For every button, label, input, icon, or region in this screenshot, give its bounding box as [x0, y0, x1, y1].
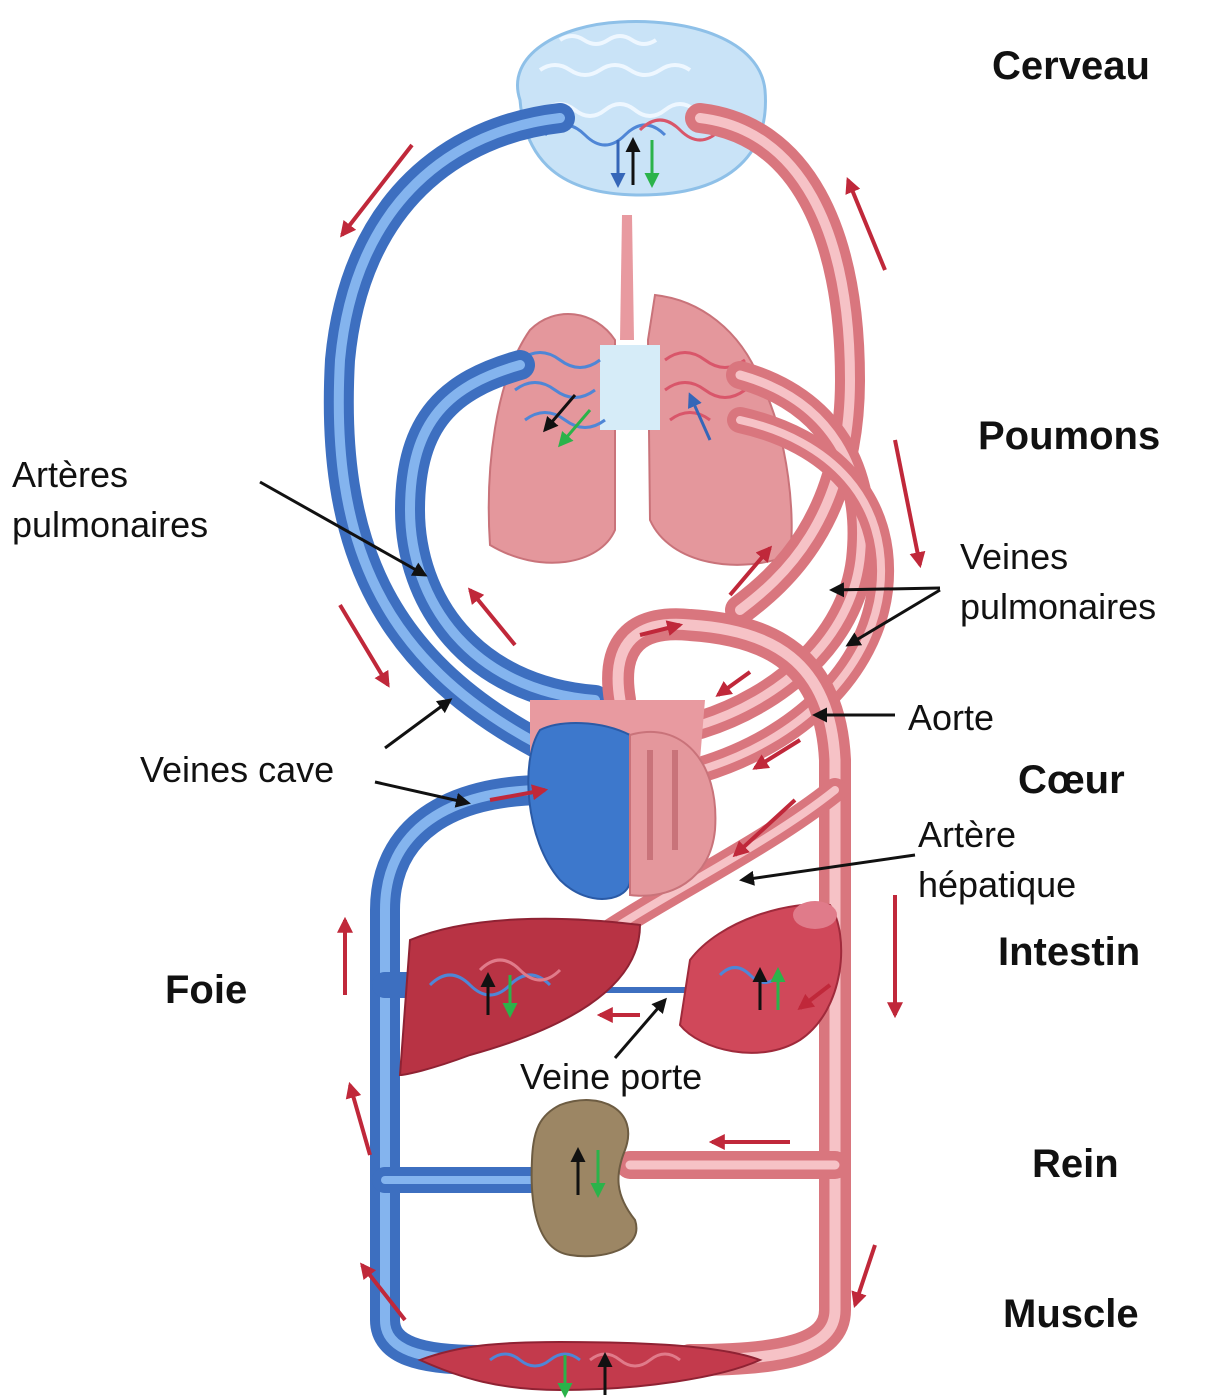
kidney	[532, 1100, 637, 1256]
label-lungs: Poumons	[978, 414, 1160, 459]
label-pulmonary-arteries-line1: Artères	[12, 450, 208, 500]
label-pulmonary-arteries: Artères pulmonaires	[12, 450, 208, 550]
label-hepatic-artery-line1: Artère	[918, 810, 1076, 860]
label-pulmonary-veins-line1: Veines	[960, 532, 1156, 582]
label-heart: Cœur	[1018, 758, 1125, 803]
label-hepatic-artery: Artère hépatique	[918, 810, 1076, 910]
label-pulmonary-veins-line2: pulmonaires	[960, 582, 1156, 632]
label-vena-cava: Veines cave	[140, 745, 334, 795]
label-kidney: Rein	[1032, 1142, 1119, 1187]
label-liver: Foie	[165, 968, 247, 1013]
label-brain: Cerveau	[992, 44, 1150, 89]
heart	[528, 700, 715, 899]
label-pulmonary-arteries-line2: pulmonaires	[12, 500, 208, 550]
label-portal-vein: Veine porte	[520, 1052, 702, 1102]
label-intestine: Intestin	[998, 930, 1140, 975]
label-aorta: Aorte	[908, 693, 994, 743]
muscle	[420, 1342, 760, 1390]
label-hepatic-artery-line2: hépatique	[918, 860, 1076, 910]
label-pulmonary-veins: Veines pulmonaires	[960, 532, 1156, 632]
label-muscle: Muscle	[1003, 1292, 1139, 1337]
